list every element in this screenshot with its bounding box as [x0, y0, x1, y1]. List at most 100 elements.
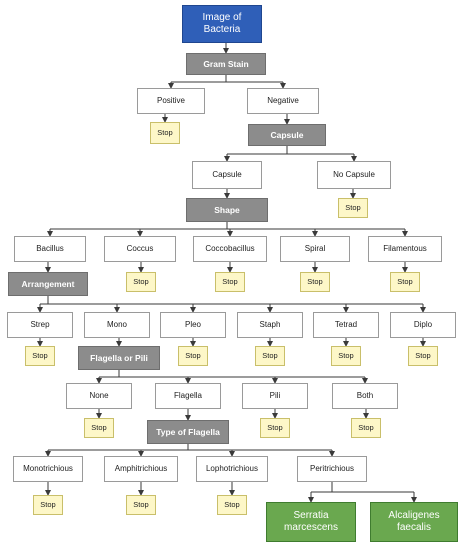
- stop-label: Stop: [133, 277, 149, 286]
- diplo-node: Diplo: [390, 312, 456, 338]
- alcaligenes-faecalis-node: Alcaligenes faecalis: [370, 502, 458, 542]
- stop-node-pili: Stop: [260, 418, 290, 438]
- staph-node: Staph: [237, 312, 303, 338]
- stop-label: Stop: [358, 423, 374, 432]
- monotrichious-node: Monotrichious: [13, 456, 83, 482]
- stop-label: Stop: [32, 351, 48, 360]
- capsule-decision-node: Capsule: [248, 124, 326, 146]
- both-node: Both: [332, 383, 398, 409]
- strep-node: Strep: [7, 312, 73, 338]
- filamentous-label: Filamentous: [383, 244, 427, 253]
- none-label: None: [89, 391, 109, 400]
- stop-label: Stop: [262, 351, 278, 360]
- coccus-label: Coccus: [126, 244, 154, 253]
- peritrichious-label: Peritrichious: [309, 464, 354, 473]
- stop-node-coccus: Stop: [126, 272, 156, 292]
- tetrad-node: Tetrad: [313, 312, 379, 338]
- shape-label: Shape: [214, 205, 240, 215]
- stop-node-diplo: Stop: [408, 346, 438, 366]
- stop-label: Stop: [415, 351, 431, 360]
- flagella-or-pili-node: Flagella or Pili: [78, 346, 160, 370]
- no-capsule-label: No Capsule: [333, 170, 375, 179]
- diplo-label: Diplo: [413, 320, 433, 329]
- stop-label: Stop: [91, 423, 107, 432]
- mono-label: Mono: [106, 320, 127, 329]
- peritrichious-node: Peritrichious: [297, 456, 367, 482]
- serratia-marcescens-node: Serratia marcescens: [266, 502, 356, 542]
- stop-label: Stop: [222, 277, 238, 286]
- type-of-flagella-node: Type of Flagella: [147, 420, 229, 444]
- positive-label: Positive: [156, 96, 185, 105]
- type-of-flagella-label: Type of Flagella: [156, 427, 220, 437]
- stop-node-amphitrichious: Stop: [126, 495, 156, 515]
- alcaligenes-faecalis-label: Alcaligenes faecalis: [388, 510, 440, 533]
- stop-label: Stop: [133, 500, 149, 509]
- stop-node-positive: Stop: [150, 122, 180, 144]
- amphitrichious-node: Amphitrichious: [104, 456, 178, 482]
- stop-node-no-capsule: Stop: [338, 198, 368, 218]
- flagella-node: Flagella: [155, 383, 221, 409]
- gram-stain-label: Gram Stain: [203, 59, 249, 69]
- stop-node-both: Stop: [351, 418, 381, 438]
- spiral-node: Spiral: [280, 236, 350, 262]
- both-label: Both: [356, 391, 374, 400]
- pili-node: Pili: [242, 383, 308, 409]
- arrangement-label: Arrangement: [21, 279, 75, 289]
- stop-label: Stop: [224, 500, 240, 509]
- coccus-node: Coccus: [104, 236, 176, 262]
- stop-node-spiral: Stop: [300, 272, 330, 292]
- stop-node-tetrad: Stop: [331, 346, 361, 366]
- capsule-node: Capsule: [192, 161, 262, 189]
- no-capsule-node: No Capsule: [317, 161, 391, 189]
- stop-node-monotrichious: Stop: [33, 495, 63, 515]
- stop-label: Stop: [185, 351, 201, 360]
- capsule-label: Capsule: [212, 170, 242, 179]
- pili-label: Pili: [269, 391, 281, 400]
- stop-label: Stop: [267, 423, 283, 432]
- negative-label: Negative: [267, 96, 299, 105]
- staph-label: Staph: [259, 320, 281, 329]
- flagella-label: Flagella: [173, 391, 202, 400]
- coccobacillus-node: Coccobacillus: [193, 236, 267, 262]
- pleo-label: Pleo: [184, 320, 201, 329]
- capsule-decision-label: Capsule: [270, 130, 304, 140]
- stop-label: Stop: [345, 203, 361, 212]
- stop-label: Stop: [40, 500, 56, 509]
- stop-label: Stop: [397, 277, 413, 286]
- stop-node-coccobacillus: Stop: [215, 272, 245, 292]
- serratia-marcescens-label: Serratia marcescens: [284, 510, 338, 533]
- lophotrichious-node: Lophotrichious: [196, 456, 268, 482]
- root-node-image-of-bacteria: Image of Bacteria: [182, 5, 262, 43]
- strep-label: Strep: [30, 320, 50, 329]
- stop-label: Stop: [307, 277, 323, 286]
- stop-node-none: Stop: [84, 418, 114, 438]
- stop-node-strep: Stop: [25, 346, 55, 366]
- pleo-node: Pleo: [160, 312, 226, 338]
- filamentous-node: Filamentous: [368, 236, 442, 262]
- stop-node-pleo: Stop: [178, 346, 208, 366]
- arrangement-node: Arrangement: [8, 272, 88, 296]
- negative-node: Negative: [247, 88, 319, 114]
- amphitrichious-label: Amphitrichious: [114, 464, 168, 473]
- bacillus-label: Bacillus: [36, 244, 64, 253]
- gram-stain-node: Gram Stain: [186, 53, 266, 75]
- coccobacillus-label: Coccobacillus: [205, 244, 255, 253]
- stop-node-staph: Stop: [255, 346, 285, 366]
- bacillus-node: Bacillus: [14, 236, 86, 262]
- mono-node: Mono: [84, 312, 150, 338]
- root-label: Image of Bacteria: [202, 12, 242, 35]
- stop-node-lophotrichious: Stop: [217, 495, 247, 515]
- spiral-label: Spiral: [304, 244, 326, 253]
- tetrad-label: Tetrad: [334, 320, 358, 329]
- stop-label: Stop: [157, 128, 173, 137]
- monotrichious-label: Monotrichious: [23, 464, 73, 473]
- flagella-or-pili-label: Flagella or Pili: [90, 353, 148, 363]
- lophotrichious-label: Lophotrichious: [205, 464, 259, 473]
- stop-node-filamentous: Stop: [390, 272, 420, 292]
- shape-node: Shape: [186, 198, 268, 222]
- none-node: None: [66, 383, 132, 409]
- stop-label: Stop: [338, 351, 354, 360]
- positive-node: Positive: [137, 88, 205, 114]
